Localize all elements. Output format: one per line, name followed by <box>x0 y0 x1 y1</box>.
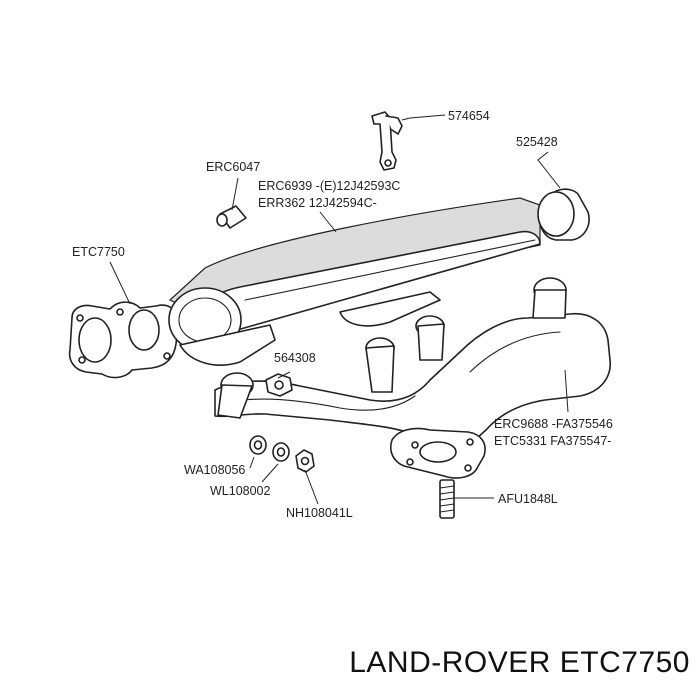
clip-574654 <box>371 111 403 171</box>
label-erc6047: ERC6047 <box>206 160 260 174</box>
heat-shield-erc6939 <box>168 197 541 366</box>
dowel-erc6047 <box>216 205 247 229</box>
seal-ring-525428 <box>537 188 590 241</box>
label-erc9688: ERC9688 -FA375546 <box>494 417 613 431</box>
gasket-etc7750 <box>68 301 180 379</box>
washer-wl108002 <box>272 442 290 462</box>
label-wa108056: WA108056 <box>184 463 245 477</box>
label-wl108002: WL108002 <box>210 484 271 498</box>
leader-lines <box>109 114 569 505</box>
label-etc7750: ETC7750 <box>72 245 125 259</box>
manifold-erc9688 <box>214 277 611 479</box>
label-erc6939: ERC6939 -(E)12J42593C <box>258 179 400 193</box>
label-afu1848l: AFU1848L <box>498 492 558 506</box>
label-etc5331: ETC5331 FA375547- <box>494 434 611 448</box>
label-nh108041l: NH108041L <box>286 506 353 520</box>
nut-564308 <box>265 373 293 397</box>
label-574654: 574654 <box>448 109 490 123</box>
washer-wa108056 <box>249 435 267 455</box>
label-564308: 564308 <box>274 351 316 365</box>
footer-title: LAND-ROVER ETC7750 <box>349 646 690 679</box>
nut-nh108041l <box>295 449 315 473</box>
label-err362: ERR362 12J42594C- <box>258 196 377 210</box>
stud-afu1848l <box>439 479 455 519</box>
label-525428: 525428 <box>516 135 558 149</box>
